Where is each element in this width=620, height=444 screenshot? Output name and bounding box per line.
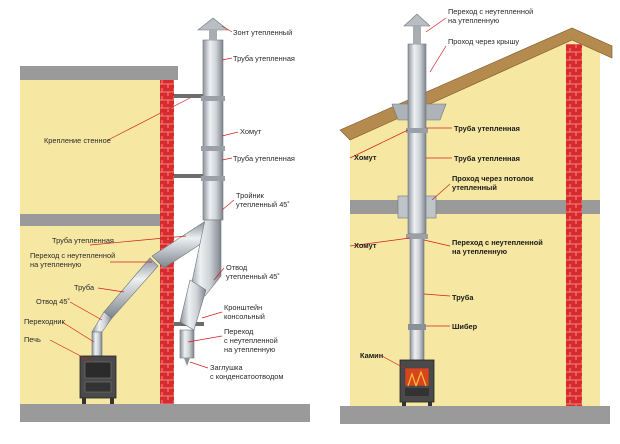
left-pipe-clamp-3 — [201, 176, 225, 181]
left-umbrella-cap — [197, 17, 229, 31]
label-cap-line1: Заглушка — [210, 363, 243, 372]
label-insulated-pipe-2: Труба утепленная — [454, 154, 520, 163]
label-roof-pass: Проход через крышу — [448, 37, 519, 46]
label-bracket-line2: консольный — [224, 312, 265, 321]
label-insulated-pipe-mid: Труба утепленная — [233, 154, 295, 163]
label-pipe: Труба — [74, 283, 95, 292]
label-insulated-elbow-line1: Отвод — [226, 263, 248, 272]
fireplace — [399, 359, 435, 406]
label-cap-line2: с конденсатоотводом — [210, 372, 283, 381]
label-insulated-elbow-line2: утепленный 45˚ — [226, 272, 280, 281]
right-scene: Переход с неутепленной на утепленную Про… — [339, 7, 613, 424]
left-pipe-clamp-1 — [201, 96, 225, 101]
left-floor-slab — [20, 214, 160, 226]
right-damper — [408, 324, 426, 330]
label-clamp-upper: Хомут — [354, 153, 377, 162]
label-transition-line2: на утепленную — [30, 260, 82, 269]
right-main-pipe-lower — [409, 233, 425, 361]
label-transition-line2: на утепленную — [452, 247, 508, 256]
label-top-transition-line2: на утепленную — [448, 16, 500, 25]
right-leader-lines — [349, 17, 452, 369]
label-elbow: Отвод 45˚ — [36, 297, 70, 306]
label-adapter: Переходник — [24, 317, 66, 326]
left-ground-slab — [20, 404, 310, 422]
wall-bracket-upper — [174, 94, 214, 98]
label-lower-transition-line3: на утепленную — [224, 345, 276, 354]
right-pipe-clamp-2 — [406, 234, 428, 239]
right-lower-wall — [350, 214, 600, 406]
label-insulated-pipe-low: Труба утепленная — [52, 236, 114, 245]
label-lower-transition-line1: Переход — [224, 327, 254, 336]
left-adapter — [91, 331, 103, 357]
label-damper: Шибер — [452, 322, 478, 331]
left-roof-slab — [20, 66, 178, 80]
left-brick-wall — [160, 80, 174, 404]
stove — [79, 355, 117, 404]
label-bracket-line1: Кронштейн — [224, 303, 262, 312]
right-pipe-clamp-1 — [406, 128, 428, 133]
label-transition-line1: Переход с неутепленной — [452, 238, 543, 247]
label-insulated-pipe-top: Труба утепленная — [233, 54, 295, 63]
label-top-transition-line1: Переход с неутепленной — [448, 7, 533, 16]
right-main-pipe-upper — [407, 43, 427, 235]
left-condensate-cap — [179, 329, 195, 359]
label-transition-line1: Переход с неутепленной — [30, 251, 115, 260]
label-lower-transition-line2: с неутепленной — [224, 336, 278, 345]
label-clamp-lower: Хомут — [354, 241, 377, 250]
left-pipe-clamp-2 — [201, 146, 225, 151]
label-umbrella: Зонт утепленный — [233, 28, 292, 37]
label-ceiling-pass-line2: утепленный — [452, 183, 497, 192]
label-insulated-pipe-1: Труба утепленная — [454, 124, 520, 133]
label-stove: Печь — [24, 335, 41, 344]
label-tee-line2: утепленный 45˚ — [236, 200, 290, 209]
label-tee-line1: Тройник — [236, 191, 265, 200]
label-ceiling-pass-line1: Проход через потолок — [452, 174, 534, 183]
left-main-pipe — [202, 39, 224, 221]
label-fireplace: Камин — [360, 351, 383, 360]
right-floor-slab — [340, 406, 610, 424]
left-upper-wall — [20, 80, 160, 214]
label-pipe: Труба — [452, 293, 474, 302]
wall-bracket-mid — [174, 174, 214, 178]
label-clamp: Хомут — [240, 127, 262, 136]
left-scene: Зонт утепленный Труба утепленная Креплен… — [20, 17, 310, 422]
label-wall-mount: Крепление стенное — [44, 136, 111, 145]
right-brick-wall — [566, 44, 582, 406]
right-ceiling-slab — [350, 200, 600, 214]
right-umbrella-cap — [403, 13, 431, 27]
left-leader-lines — [49, 25, 239, 369]
